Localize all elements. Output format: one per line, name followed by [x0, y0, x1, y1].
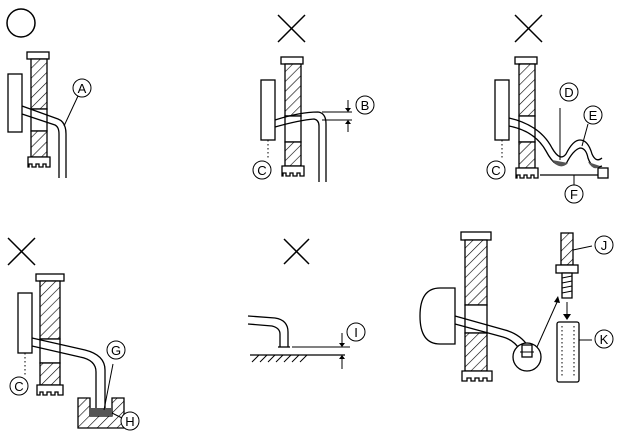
- callout-a: A: [72, 78, 92, 98]
- svg-text:F: F: [570, 187, 578, 202]
- callout-h: H: [120, 411, 140, 431]
- callout-c: C: [9, 376, 29, 396]
- panel-correct-routing: A: [6, 8, 92, 178]
- svg-text:C: C: [257, 163, 266, 178]
- wrong-mark-icon: [277, 14, 306, 43]
- svg-text:E: E: [589, 108, 598, 123]
- callout-j: J: [594, 235, 614, 255]
- svg-text:H: H: [125, 414, 134, 429]
- callout-f: F: [564, 184, 584, 204]
- correct-mark-icon: [6, 8, 36, 38]
- svg-text:G: G: [111, 343, 121, 358]
- wrong-mark-icon: [514, 14, 543, 43]
- callout-d: D: [559, 82, 579, 102]
- callout-c: C: [486, 160, 506, 180]
- wrong-mark-icon: [7, 237, 36, 266]
- callout-e: E: [583, 105, 603, 125]
- svg-text:I: I: [354, 325, 358, 340]
- svg-text:B: B: [361, 98, 370, 113]
- callout-c: C: [252, 160, 272, 180]
- panel-drain-socket-detail: J K: [419, 231, 614, 383]
- svg-text:C: C: [491, 163, 500, 178]
- panel-hose-wavy: C D E F: [486, 14, 609, 204]
- callout-b: B: [355, 95, 375, 115]
- panel-hose-in-water: C G H: [7, 237, 140, 431]
- callout-g: G: [106, 340, 126, 360]
- svg-text:J: J: [601, 238, 608, 253]
- svg-text:C: C: [14, 379, 23, 394]
- panel-hose-rising: B C: [252, 14, 375, 182]
- callout-i: I: [346, 322, 366, 342]
- callout-k: K: [594, 329, 614, 349]
- svg-text:K: K: [600, 332, 609, 347]
- panel-hose-too-low: I: [247, 238, 366, 369]
- svg-text:D: D: [564, 85, 573, 100]
- wrong-mark-icon: [283, 238, 310, 265]
- svg-text:A: A: [78, 81, 87, 96]
